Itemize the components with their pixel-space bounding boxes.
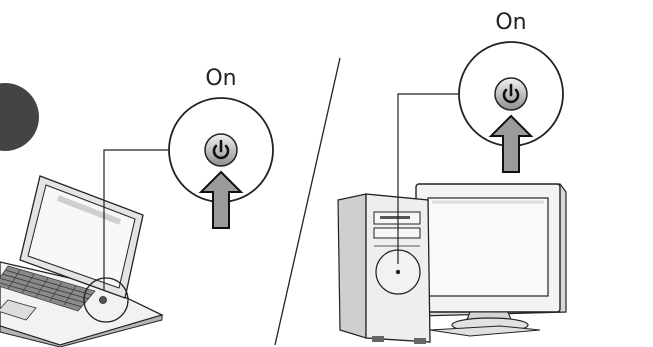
laptop-zoom-callout [169,98,273,228]
desktop-on-label: On [495,10,526,35]
power-button [495,78,527,110]
step-badge [0,83,39,151]
divider-line [275,58,340,345]
desktop-zoom-callout [459,42,563,172]
laptop-illustration [0,176,162,347]
monitor-illustration [416,184,566,332]
power-button [205,134,237,166]
laptop-on-label: On [205,66,236,91]
